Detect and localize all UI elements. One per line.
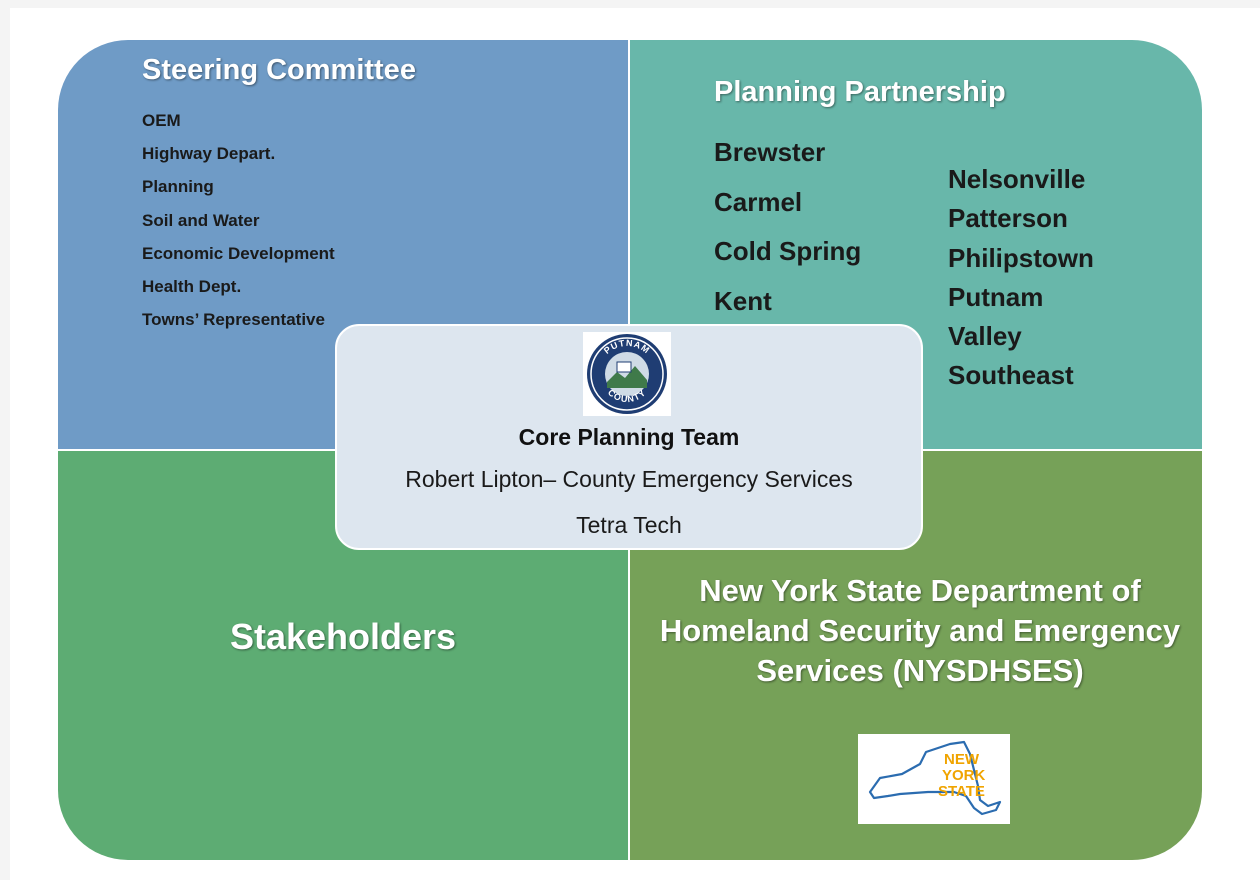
partnership-item: Brewster	[714, 137, 826, 167]
steering-item: Highway Depart.	[142, 144, 276, 164]
steering-item: Health Dept.	[142, 277, 242, 297]
partnership-item: Valley	[948, 321, 1022, 352]
putnam-county-seal: PUTNAM COUNTY	[583, 332, 671, 416]
svg-text:COUNTY: COUNTY	[606, 387, 648, 404]
steering-item: Towns’ Representative	[142, 310, 325, 330]
partnership-item: Nelsonville	[948, 164, 1086, 194]
steering-item: Economic Development	[142, 243, 335, 263]
steering-committee-list: OEM Highway Depart. Planning Soil and Wa…	[142, 104, 335, 336]
logo-word: YORK	[942, 767, 986, 784]
steering-committee-title: Steering Committee	[142, 54, 416, 86]
new-york-state-logo: NEW YORK STATE	[858, 734, 1010, 824]
partnership-item: Putnam	[948, 281, 1044, 312]
partnership-item: Southeast	[948, 360, 1074, 391]
logo-word: STATE	[938, 783, 985, 800]
page: Steering Committee OEM Highway Depart. P…	[10, 8, 1260, 880]
new-york-state-map-icon: NEW YORK STATE	[868, 740, 1002, 816]
logo-word: NEW	[944, 751, 980, 768]
partnership-item: Carmel	[714, 186, 803, 217]
steering-item: Planning	[142, 177, 214, 197]
partnership-item: Kent	[714, 285, 772, 316]
core-team-member: Tetra Tech	[576, 512, 682, 538]
nysdhses-title: New York State Department of Homeland Se…	[640, 571, 1200, 691]
partnership-list-left: Brewster Carmel Cold Spring Kent	[714, 128, 861, 326]
nysdhses-title-line: Services (NYSDHSES)	[756, 653, 1084, 688]
partnership-item: Patterson	[948, 203, 1068, 234]
core-team-member: Robert Lipton– County Emergency Services	[405, 466, 853, 492]
planning-partnership-title: Planning Partnership	[714, 76, 1006, 108]
stakeholders-title: Stakeholders	[229, 616, 457, 657]
core-planning-team-box: PUTNAM COUNTY Core Planning Team Robert …	[335, 324, 923, 550]
steering-item: OEM	[142, 111, 181, 130]
seal-word: COUNTY	[606, 387, 647, 404]
partnership-item: Philipstown	[948, 242, 1094, 273]
nysdhses-title-line: New York State Department of	[699, 573, 1141, 608]
steering-item: Soil and Water	[142, 210, 260, 230]
partnership-item: Cold Spring	[714, 236, 862, 266]
partnership-list-right: Nelsonville Patterson Philipstown Putnam…	[948, 160, 1094, 396]
putnam-county-seal-icon: PUTNAM COUNTY	[587, 334, 667, 414]
nysdhses-title-line: Homeland Security and Emergency	[659, 613, 1181, 648]
core-planning-team-title: Core Planning Team	[518, 424, 740, 450]
